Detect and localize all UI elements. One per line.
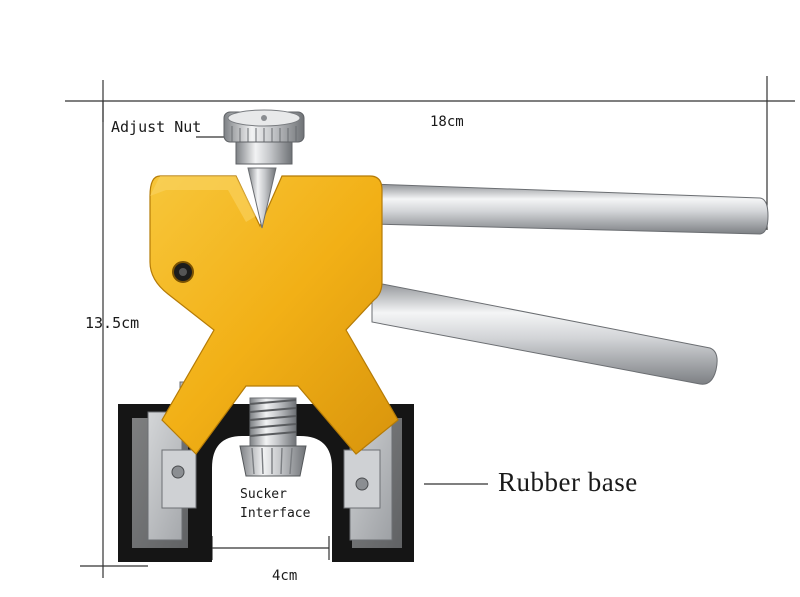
width-dimension-label: 18cm bbox=[430, 114, 464, 130]
left-foot-bolt-icon bbox=[171, 465, 185, 479]
lower-handle bbox=[371, 281, 718, 385]
dimension-lines bbox=[65, 76, 795, 578]
sucker-label-line1: Sucker bbox=[240, 487, 287, 502]
sucker-interface-nut bbox=[239, 445, 307, 477]
sucker-interface-label: Sucker Interface bbox=[240, 485, 310, 523]
base-feet bbox=[161, 449, 381, 509]
right-foot-bolt-icon bbox=[355, 477, 369, 491]
sucker-label-line2: Interface bbox=[240, 506, 311, 521]
center-screw bbox=[239, 167, 307, 477]
height-dimension-label: 13.5cm bbox=[85, 314, 140, 332]
adjust-nut bbox=[223, 109, 305, 165]
adjust-nut-label: Adjust Nut bbox=[111, 118, 202, 136]
upper-handle bbox=[371, 183, 769, 235]
handles bbox=[371, 183, 769, 385]
rubber-base-label: Rubber base bbox=[498, 467, 638, 497]
gap-dimension-label: 4cm bbox=[272, 568, 298, 584]
yellow-body bbox=[149, 175, 399, 455]
